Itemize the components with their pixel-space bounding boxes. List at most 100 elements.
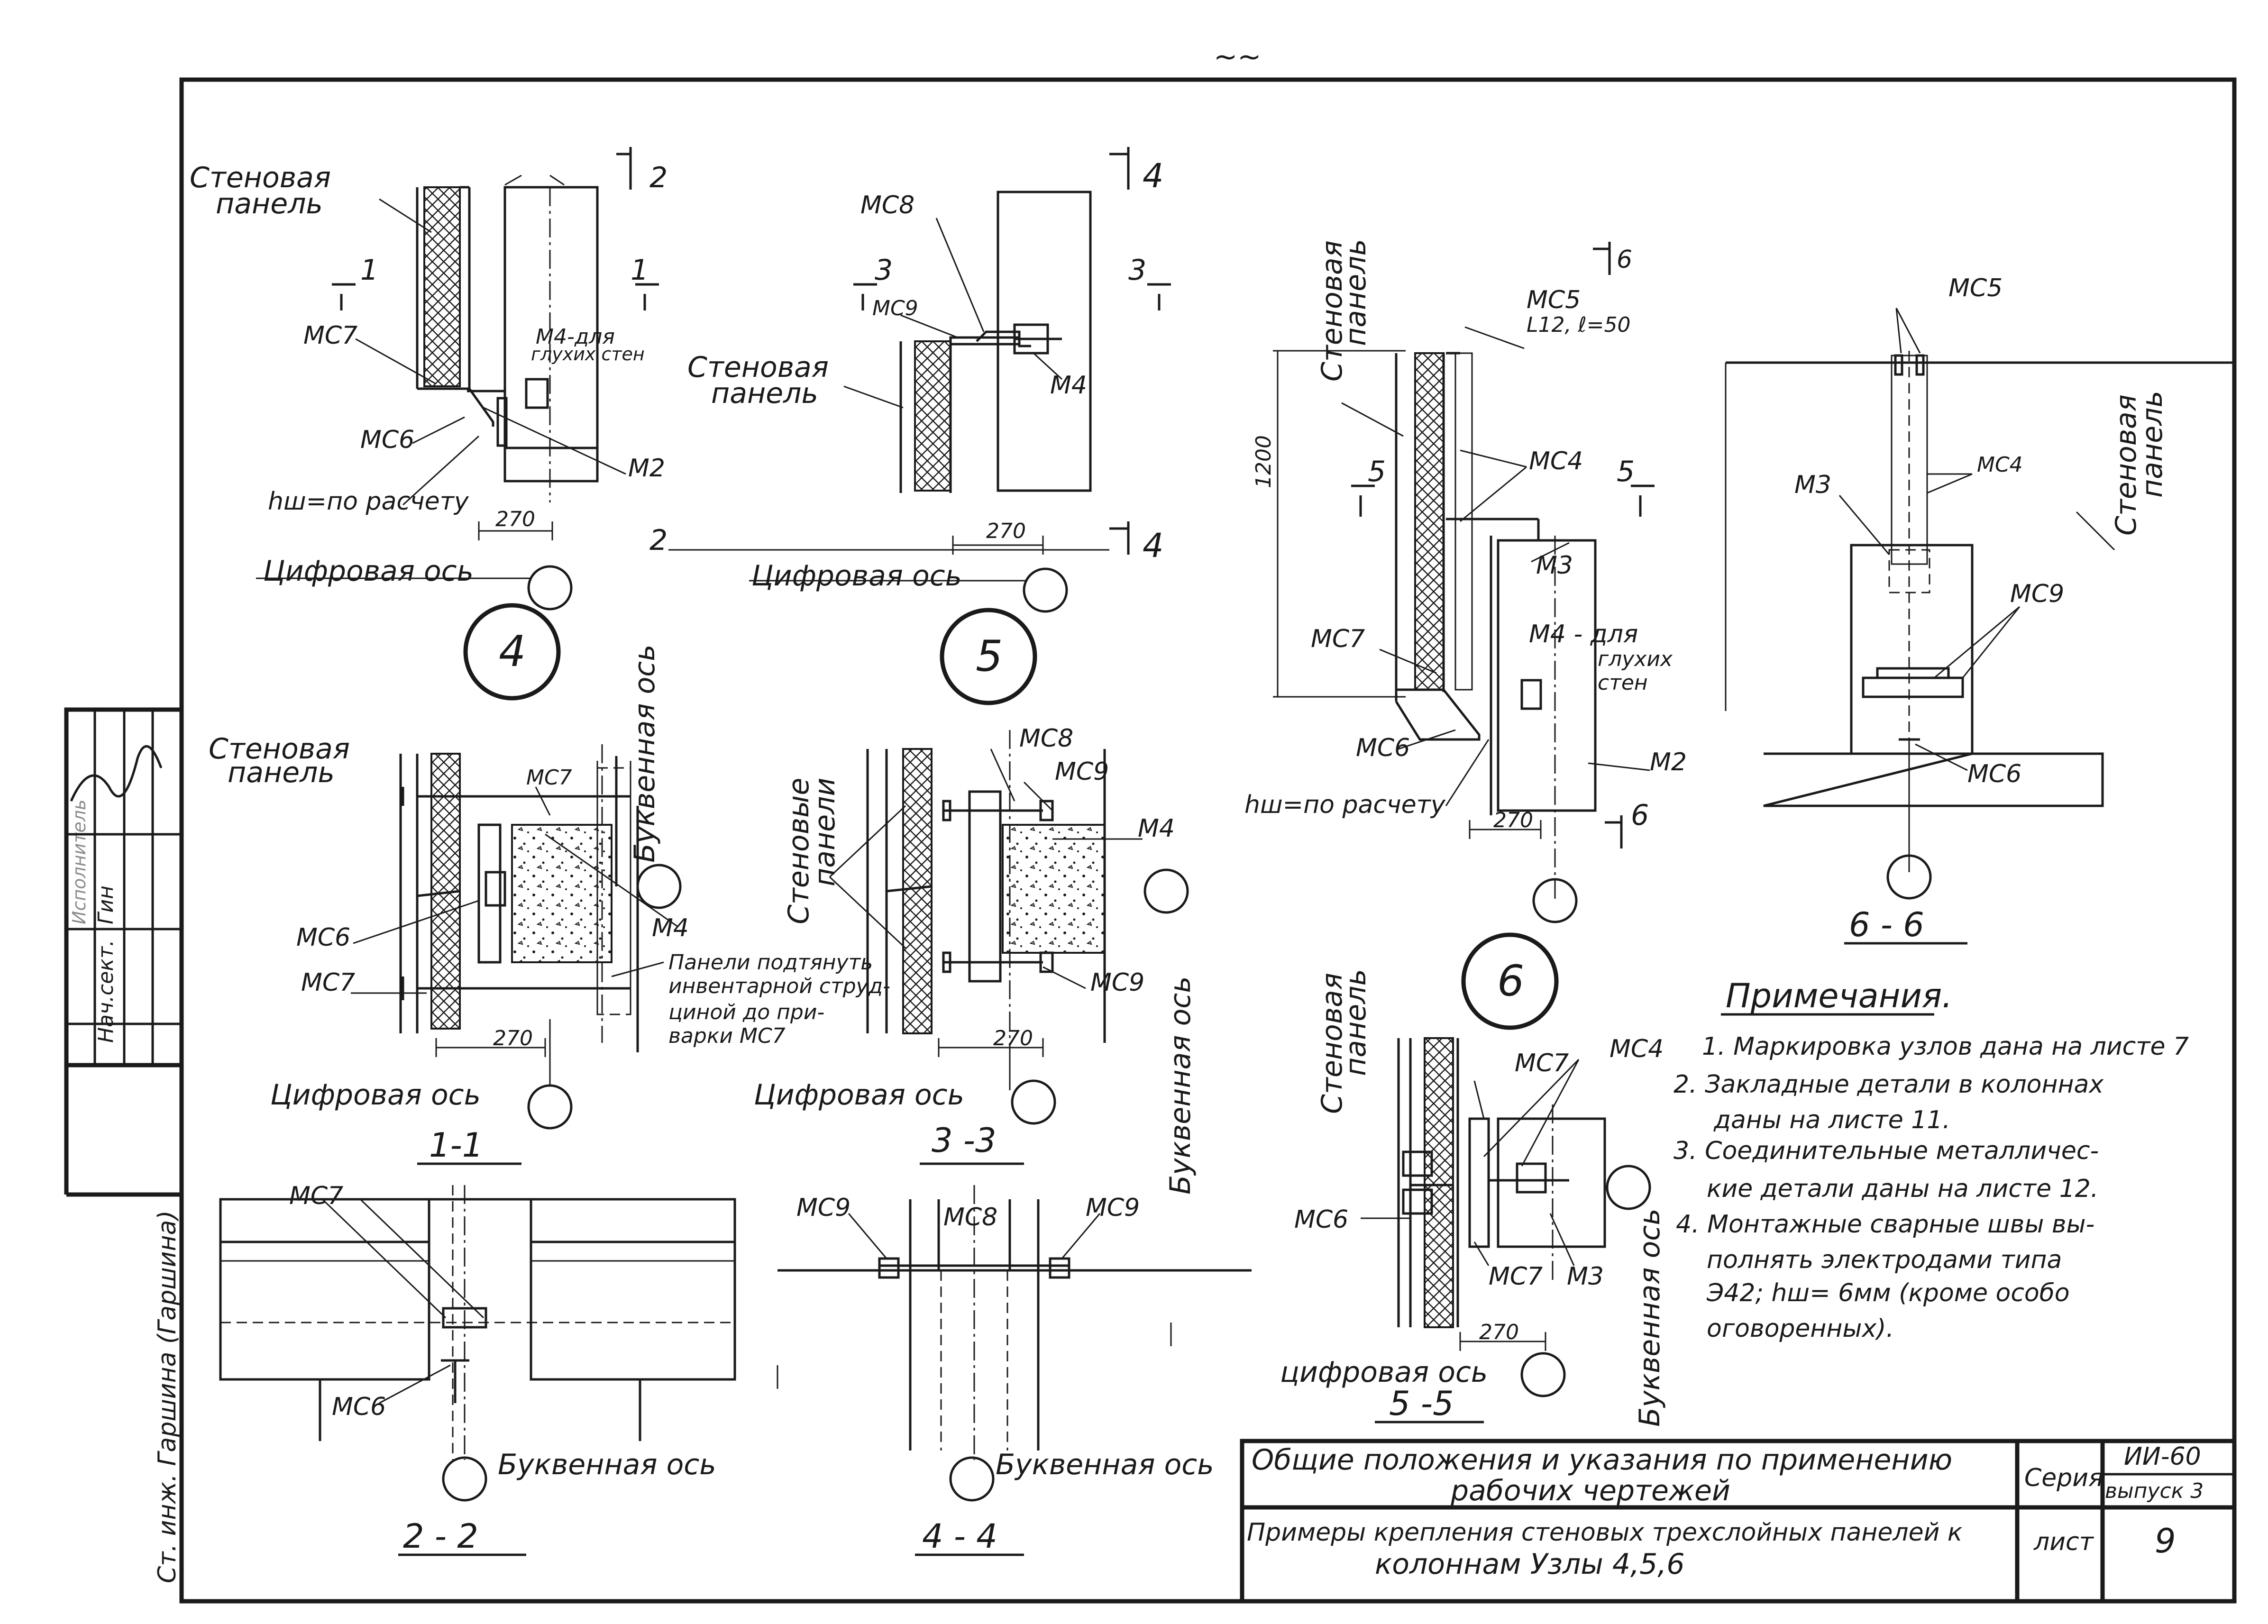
note-line-1: 1. Маркировка узлов дана на листе 7 bbox=[1702, 1032, 2189, 1061]
s33-letter-axis: Буквенная ось bbox=[1164, 976, 1197, 1195]
section-3-3-title: 3 -3 bbox=[932, 1121, 997, 1160]
s22-mark-mc7: МС7 bbox=[289, 1182, 343, 1210]
section-2-2-title: 2 - 2 bbox=[403, 1517, 478, 1556]
node-6-number: 6 bbox=[1497, 956, 1524, 1006]
section-4-4-title: 4 - 4 bbox=[922, 1517, 997, 1556]
s11-mark-m4: М4 bbox=[652, 914, 689, 942]
s33-dim-270: 270 bbox=[993, 1026, 1033, 1050]
node-5-detail bbox=[668, 147, 1171, 705]
n5-sect-4-bottom: 4 bbox=[1143, 526, 1164, 565]
s11-wall-panel-2: панель bbox=[228, 756, 335, 789]
s33-mark-m4: М4 bbox=[1138, 814, 1175, 843]
section-6-6-title: 6 - 6 bbox=[1849, 905, 1924, 944]
s11-mark-mc7-top: МС7 bbox=[526, 766, 572, 790]
n4-sect-2-top: 2 bbox=[649, 161, 668, 194]
s55-digital-axis: цифровая ось bbox=[1280, 1356, 1488, 1389]
n6-m4-1: М4 - для bbox=[1529, 620, 1638, 648]
s55-mark-mc7-top: МС7 bbox=[1515, 1049, 1569, 1077]
node-4-detail bbox=[256, 147, 659, 701]
series-label: Серия bbox=[2024, 1464, 2103, 1492]
n6-sect-6-bottom: 6 bbox=[1631, 799, 1649, 832]
n6-mark-mc7: МС7 bbox=[1311, 625, 1365, 653]
s33-wall-panels-1: Стеновые bbox=[782, 778, 815, 924]
n4-hw-calc: hш=по расчету bbox=[268, 487, 469, 516]
sheet-label: лист bbox=[2033, 1528, 2094, 1556]
note-line-7: полнять электродами типа bbox=[1707, 1246, 2062, 1274]
n6-mark-m2: М2 bbox=[1650, 748, 1687, 776]
s66-mark-mc6: МС6 bbox=[1967, 760, 2021, 788]
n6-mark-m3: М3 bbox=[1536, 551, 1573, 580]
s55-mark-mc6: МС6 bbox=[1294, 1205, 1348, 1234]
notes-title: Примечания. bbox=[1726, 976, 1952, 1015]
n6-mark-mc5: МС5 bbox=[1527, 286, 1581, 314]
n6-wall-panel-1: Стеновая bbox=[1316, 240, 1349, 382]
sheet-frame bbox=[64, 77, 2237, 1604]
s66-mark-mc4: МС4 bbox=[1977, 453, 2023, 477]
s55-mark-m3: М3 bbox=[1567, 1262, 1604, 1291]
s55-letter-axis: Буквенная ось bbox=[1633, 1208, 1666, 1427]
series-value: ИИ-60 bbox=[2124, 1442, 2201, 1471]
s44-mark-mc8: МС8 bbox=[943, 1203, 997, 1232]
s11-mark-mc6: МС6 bbox=[296, 923, 350, 952]
s11-pull-note-1: Панели подтянуть bbox=[668, 950, 873, 975]
section-1-1-title: 1-1 bbox=[429, 1126, 483, 1165]
section-2-2-detail bbox=[219, 1185, 736, 1502]
n4-mark-m2: М2 bbox=[628, 454, 665, 483]
s55-mark-mc4: МС4 bbox=[1610, 1035, 1664, 1063]
n6-dim-1200: 1200 bbox=[1252, 435, 1276, 488]
section-1-1-detail bbox=[351, 744, 682, 1130]
section-4-4-detail bbox=[777, 1185, 1252, 1502]
s11-pull-note-3: циной до при- bbox=[668, 1000, 824, 1024]
s44-mark-mc9-left: МС9 bbox=[796, 1194, 850, 1222]
n6-mark-mc4: МС4 bbox=[1529, 447, 1583, 475]
s11-letter-axis: Буквенная ось bbox=[628, 644, 661, 863]
n4-mark-mc7: МС7 bbox=[303, 321, 357, 350]
n4-sect-1-right: 1 bbox=[631, 254, 649, 287]
note-line-6: 4. Монтажные сварные швы вы- bbox=[1676, 1210, 2094, 1239]
n6-sect-5-left: 5 bbox=[1368, 455, 1386, 488]
n5-sect-4-top: 4 bbox=[1143, 156, 1164, 195]
s55-mark-mc7-bottom: МС7 bbox=[1489, 1262, 1543, 1291]
stamp-faint: Исполнитель bbox=[69, 800, 90, 924]
s22-mark-mc6: МС6 bbox=[332, 1393, 386, 1421]
section-6-6-detail bbox=[1725, 308, 2233, 900]
s44-mark-mc9-right: МС9 bbox=[1086, 1194, 1140, 1222]
title-row-2: Примеры крепления стеновых трехслойных п… bbox=[1247, 1518, 1963, 1547]
issue-value: выпуск 3 bbox=[2105, 1479, 2204, 1503]
n5-sect-3-left: 3 bbox=[875, 254, 893, 287]
node-4-number: 4 bbox=[499, 627, 526, 676]
title-row-1b: рабочих чертежей bbox=[1450, 1474, 1730, 1507]
s66-wall-panel-2: панель bbox=[2136, 391, 2169, 498]
n5-dim-270: 270 bbox=[986, 519, 1026, 543]
note-line-8: Э42; hш= 6мм (кроме особо bbox=[1706, 1279, 2070, 1307]
s55-wall-panel-2: панель bbox=[1339, 969, 1372, 1076]
s66-mark-mc5: МС5 bbox=[1948, 274, 2003, 302]
note-line-5: кие детали даны на листе 12. bbox=[1707, 1175, 2098, 1203]
s11-dim-270: 270 bbox=[493, 1026, 533, 1050]
stamp-signature bbox=[70, 745, 163, 802]
n5-wall-panel-2: панель bbox=[711, 377, 818, 410]
n5-mark-m4: М4 bbox=[1050, 371, 1087, 400]
n5-mark-mc8: МС8 bbox=[860, 191, 915, 219]
n4-mark-mc6: МС6 bbox=[360, 426, 414, 454]
s66-mark-m3: М3 bbox=[1794, 471, 1831, 499]
stamp-nach-sect: Нач.сект. bbox=[94, 940, 118, 1043]
n5-sect-3-right: 3 bbox=[1128, 254, 1146, 287]
title-row-1: Общие положения и указания по применению bbox=[1252, 1443, 1952, 1477]
s33-digital-axis: Цифровая ось bbox=[754, 1078, 964, 1112]
section-3-3-detail bbox=[829, 730, 1189, 1125]
n5-wall-panel-1: Стеновая bbox=[687, 351, 829, 384]
n5-digital-axis: Цифровая ось bbox=[751, 559, 962, 593]
n5-mark-mc9: МС9 bbox=[872, 296, 918, 320]
s66-wall-panel-1: Стеновая bbox=[2110, 394, 2143, 536]
n6-sect-6-top: 6 bbox=[1617, 246, 1632, 274]
s66-mark-mc9: МС9 bbox=[2010, 580, 2064, 608]
n6-m4-2: глухих bbox=[1598, 647, 1673, 671]
n6-hw-calc: hш=по расчету bbox=[1244, 791, 1446, 819]
top-mark: ~~ bbox=[1214, 40, 1262, 73]
note-line-9: оговоренных). bbox=[1707, 1314, 1894, 1343]
node-6-detail bbox=[1273, 242, 1655, 1030]
n4-m4-blind-2: глухих стен bbox=[531, 344, 645, 365]
side-stamp: Нач.сект. Гин Исполнитель Ст. инж. Гарши… bbox=[69, 745, 182, 1583]
sheet-value: 9 bbox=[2155, 1522, 2176, 1560]
